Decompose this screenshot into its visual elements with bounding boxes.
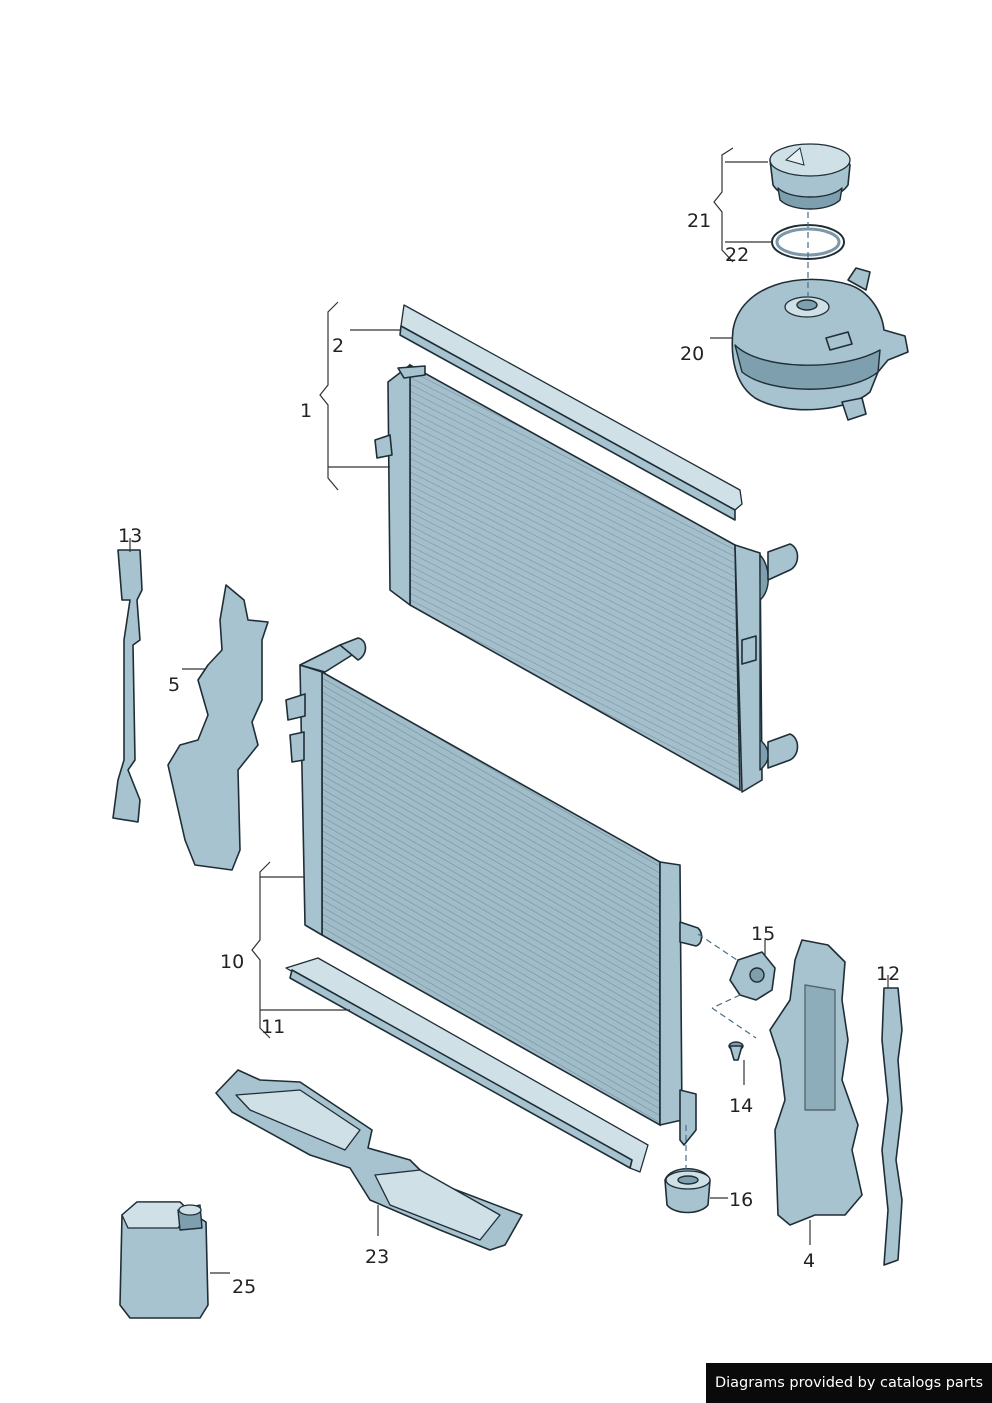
mount-bracket [729,951,776,1001]
callout-5: 5 [168,674,180,696]
callout-1: 1 [300,400,312,422]
radiator-lower [285,637,703,1146]
expansion-tank [731,267,909,421]
tank-cap [769,143,851,210]
callout-14: 14 [729,1095,753,1117]
side-bracket-left [112,549,143,823]
callout-2: 2 [332,335,344,357]
side-bracket-right [881,987,903,1266]
attribution-text: Diagrams provided by catalogs parts [714,1375,984,1391]
callout-4: 4 [803,1250,815,1272]
radiator-upper [374,363,799,793]
callout-22: 22 [725,244,749,266]
seal-strip-top [400,304,743,511]
screw [728,1041,744,1061]
air-guide-left [167,584,269,871]
callout-15: 15 [751,923,775,945]
leader-lines [129,147,889,1274]
coolant-canister [119,1201,209,1319]
callout-16: 16 [729,1189,753,1211]
callout-12: 12 [876,963,900,985]
callout-20: 20 [680,343,704,365]
callout-23: 23 [365,1246,389,1268]
rubber-mount [664,1168,711,1214]
attribution-footer: Diagrams provided by catalogs parts [706,1363,992,1403]
callout-25: 25 [232,1276,256,1298]
callout-11: 11 [261,1016,285,1038]
callout-21: 21 [687,210,711,232]
callout-10: 10 [220,951,244,973]
callout-13: 13 [118,525,142,547]
